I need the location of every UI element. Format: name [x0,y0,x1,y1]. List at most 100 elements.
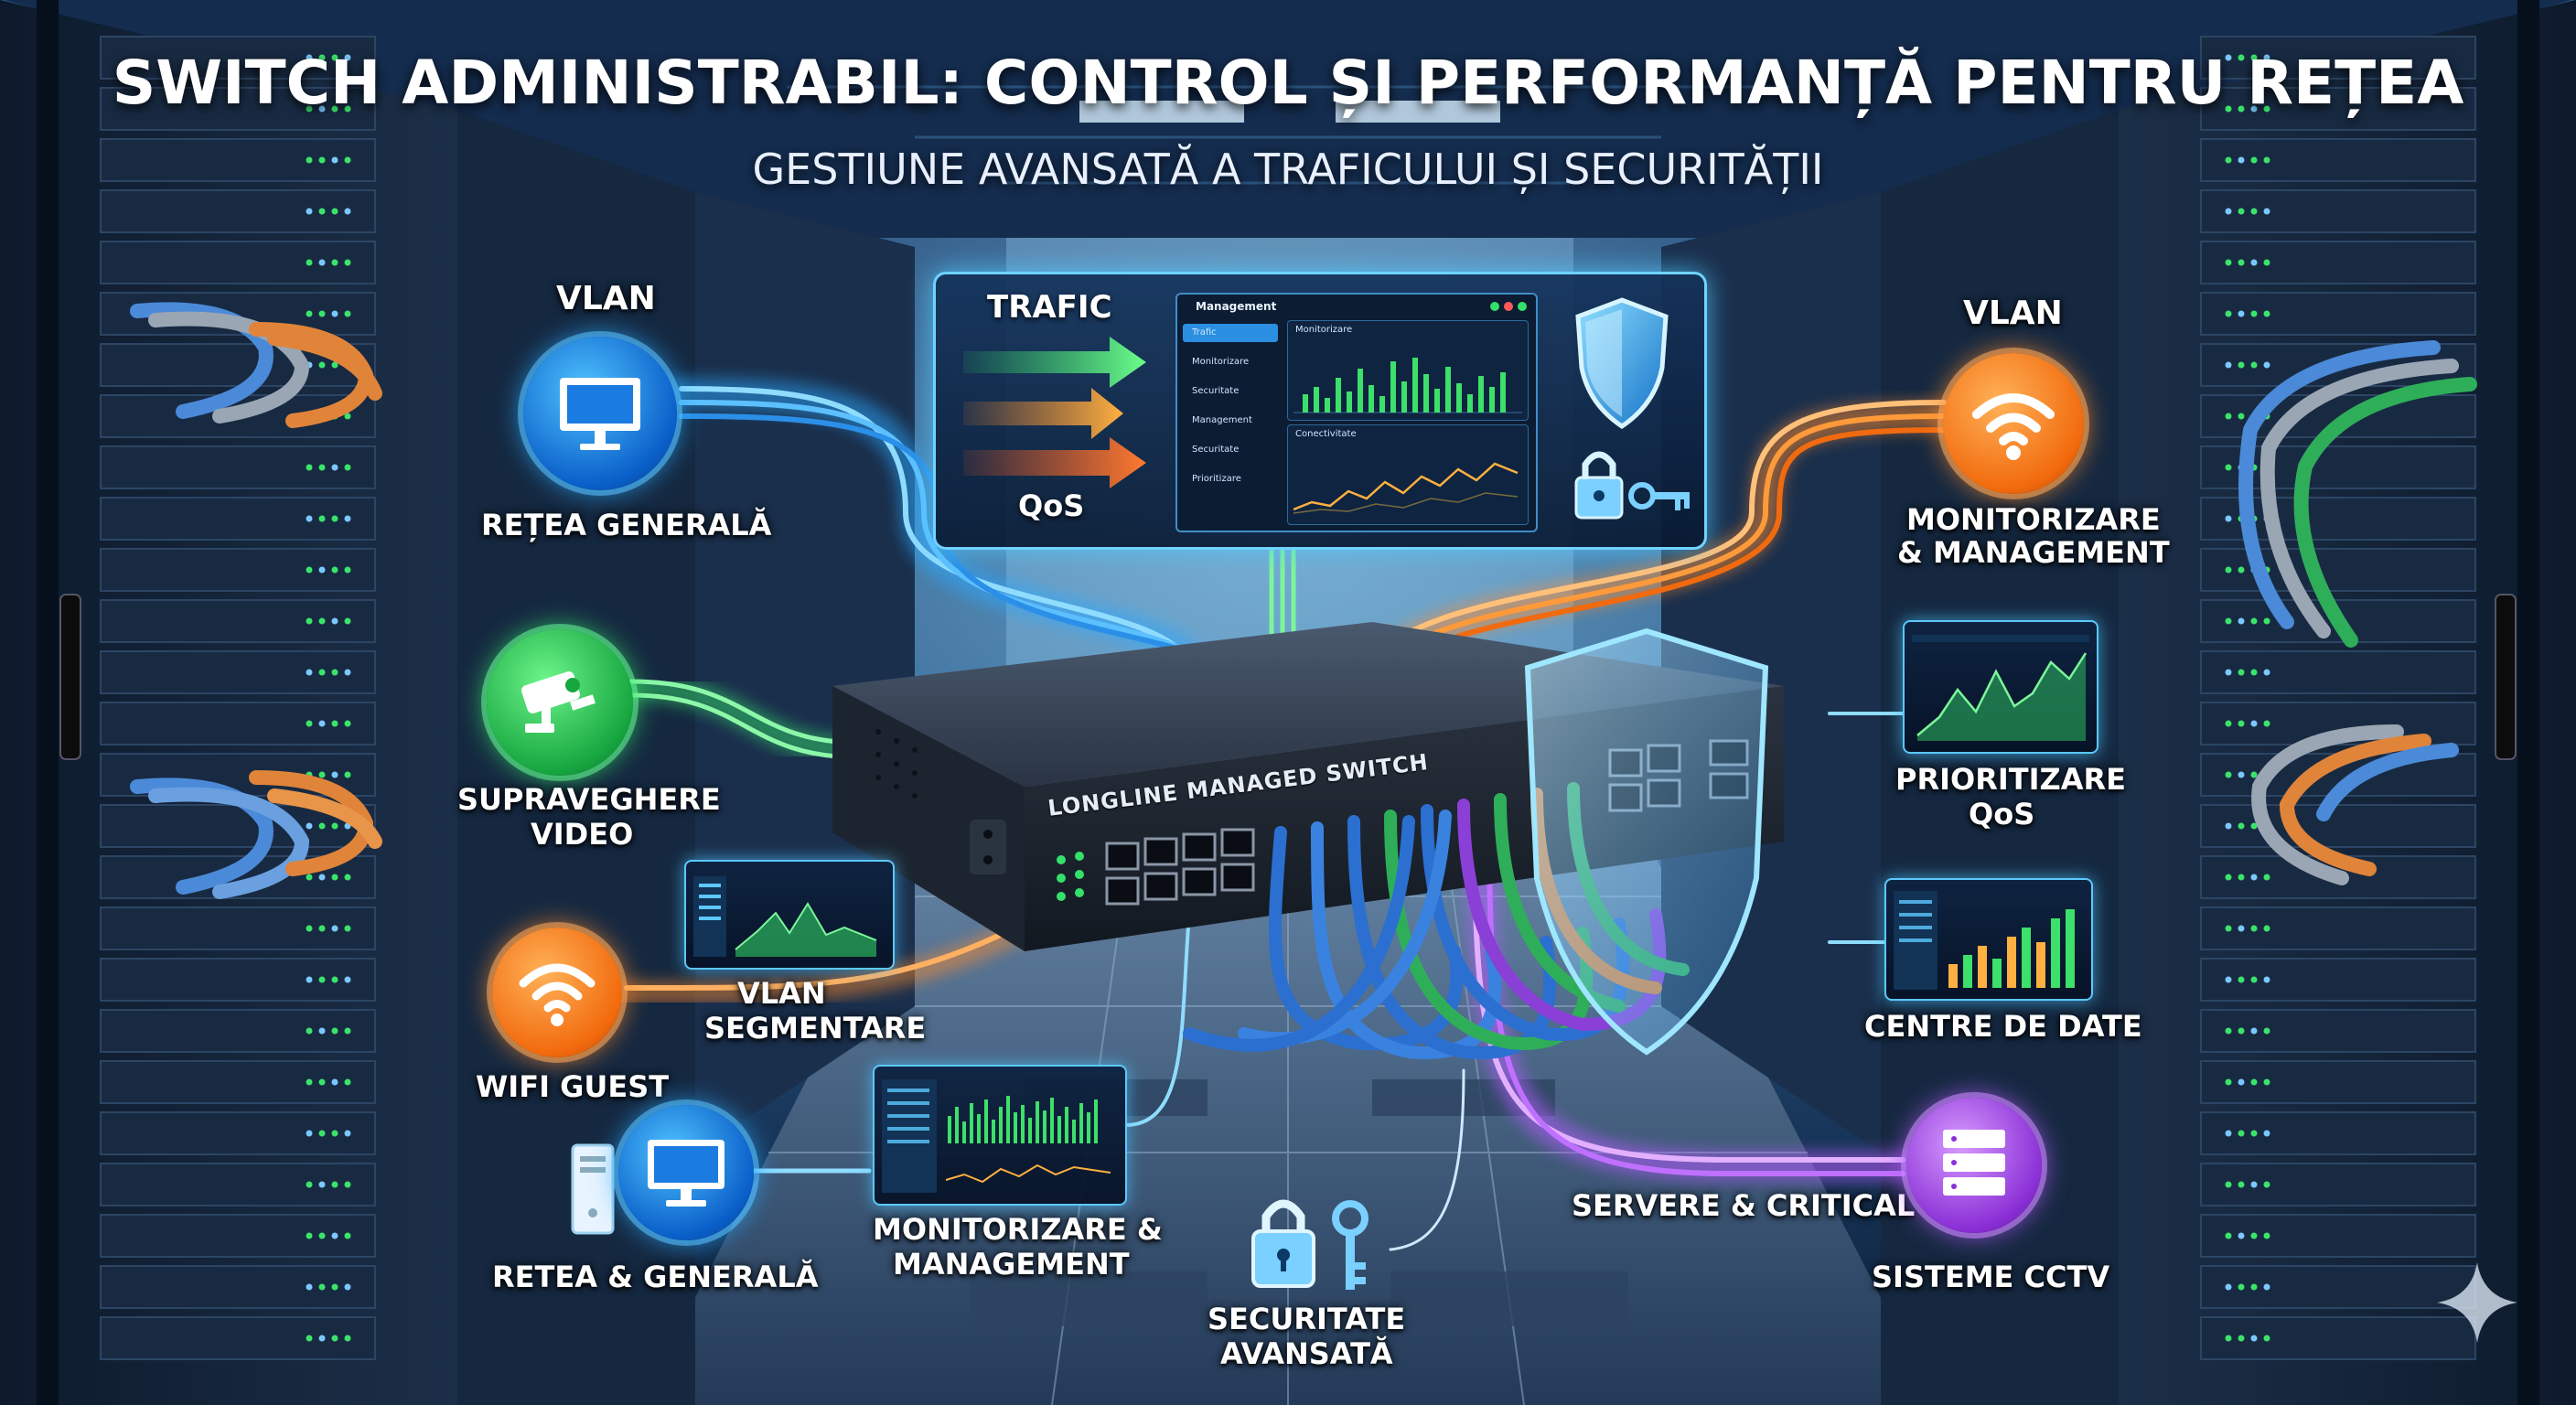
rack-led [318,1181,326,1188]
rack-led [2263,617,2270,625]
rack-led [318,669,326,676]
securitate-line1: SECURITATE [1208,1302,1406,1336]
vlan-right-heading: VLAN [1963,295,2063,332]
sidebar-item-1[interactable]: Monitorizare [1192,357,1250,367]
rack-led [318,464,326,471]
rack-led [306,1078,313,1086]
rack-led [318,720,326,727]
rack-unit [2200,36,2476,80]
sidebar-item-4[interactable]: Securitate [1192,445,1240,455]
servers-node [1906,1098,2042,1233]
rack-unit [100,138,376,182]
rack-led [2238,874,2245,881]
dashboard-chart-bars: Monitorizare [1287,320,1529,421]
rack-led [306,105,313,113]
rack-led [306,464,313,471]
rack-led [344,1232,351,1239]
rack-led [331,1027,338,1035]
rack-unit [2200,650,2476,694]
rack-led [306,208,313,215]
rack-led [2263,1283,2270,1291]
rack-unit [2200,1111,2476,1155]
rack-unit [100,497,376,541]
rack-led [331,1283,338,1291]
rack-led [344,617,351,625]
rack-unit [100,189,376,233]
rack-unit [100,599,376,643]
rack-unit [100,958,376,1002]
rack-unit [100,1316,376,1360]
qos-chart-graphic [1912,635,2089,741]
rack-led [318,515,326,522]
rack-unit [2200,1060,2476,1104]
rack-led [331,1181,338,1188]
rack-unit [2200,1214,2476,1258]
rack-led [2238,1181,2245,1188]
rack-led [318,925,326,932]
rack-led [306,1232,313,1239]
rack-unit [100,1009,376,1053]
rack-led [2238,1130,2245,1137]
rack-led [318,310,326,317]
rack-led [318,1283,326,1291]
rack-led [2238,310,2245,317]
dashboard-title: Management [1196,300,1277,313]
bar-chart-graphic [1293,358,1522,413]
rack-led [2225,874,2232,881]
rack-led [318,1232,326,1239]
rack-led [2250,156,2258,164]
sidebar-item-5[interactable]: Prioritizare [1192,474,1241,484]
wifi-icon [519,963,596,1026]
rack-led [2250,259,2258,266]
sidebar-item-3[interactable]: Management [1192,415,1252,425]
rack-led [331,925,338,932]
rack-led [2238,54,2245,61]
rack-led [2263,720,2270,727]
prioritizare-line1: PRIORITIZARE [1895,762,2126,797]
rack-led [318,361,326,369]
rack-led [318,617,326,625]
sidebar-active-item[interactable] [1183,324,1278,342]
rack-led [2263,1181,2270,1188]
rack-led [331,259,338,266]
rack-led [344,720,351,727]
datacenter-mini-dashboard [1884,878,2093,1001]
rack-led [344,925,351,932]
rack-led [2263,1027,2270,1035]
shield-icon [1575,297,1669,430]
rack-led [306,566,313,574]
sparkle-icon [2437,1262,2517,1343]
traffic-label: TRAFIC [987,289,1112,326]
rack-led [2225,617,2232,625]
rack-led [344,54,351,61]
rack-unit [100,906,376,950]
rack-led [318,105,326,113]
rack-led [2225,515,2232,522]
sidebar-item-0[interactable]: Trafic [1192,327,1217,338]
rack-led [331,54,338,61]
rack-led [306,1181,313,1188]
supraveghere-label-2: VIDEO [531,817,634,852]
rack-led [2225,361,2232,369]
rack-led [306,156,313,164]
rack-led [2263,54,2270,61]
rack-led [2263,105,2270,113]
rack-led [2250,617,2258,625]
rack-led [2238,156,2245,164]
rack-led [331,208,338,215]
rack-led [2238,771,2245,778]
sidebar-item-2[interactable]: Securitate [1192,386,1240,396]
rack-led [344,1283,351,1291]
qos-label: QoS [1018,488,1085,523]
rack-unit [2200,1163,2476,1207]
window-controls [1490,302,1527,311]
rack-led [344,259,351,266]
rack-led [344,156,351,164]
rack-led [2225,1232,2232,1239]
rack-led [2250,1181,2258,1188]
rack-led [344,1335,351,1342]
rack-led [2263,208,2270,215]
rack-led [318,1078,326,1086]
rack-unit [2200,241,2476,284]
rack-led [306,925,313,932]
